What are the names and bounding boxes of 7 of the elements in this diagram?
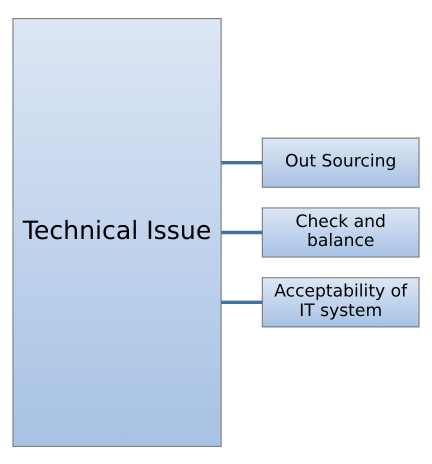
connector xyxy=(221,300,262,304)
node-box: Check and balance xyxy=(262,206,420,258)
node-box: Acceptability of IT system xyxy=(262,276,420,327)
connector xyxy=(221,160,262,164)
node-box: Out Sourcing xyxy=(262,137,420,188)
node-box: Technical Issue xyxy=(12,18,222,446)
connector xyxy=(221,230,262,234)
